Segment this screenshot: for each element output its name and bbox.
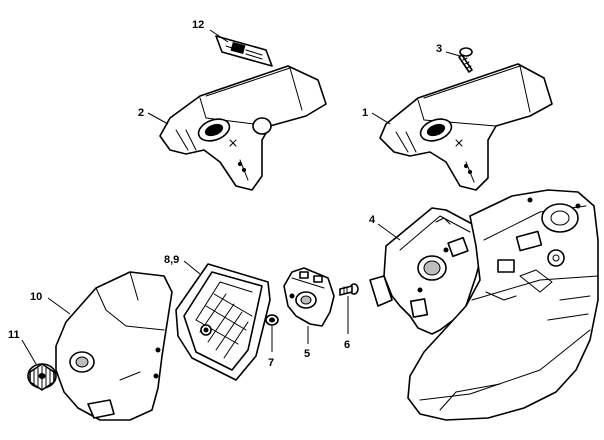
callout-4: 4	[369, 214, 376, 226]
callout-8-9: 8,9	[164, 254, 179, 266]
callout-2: 2	[138, 107, 144, 119]
part-5-flange	[283, 267, 335, 327]
part-6-screw	[339, 283, 359, 296]
part-2-shroud	[159, 65, 327, 191]
callout-5: 5	[304, 348, 310, 360]
leader-lines	[21, 29, 461, 365]
callout-6: 6	[344, 339, 350, 351]
part-12-decal	[215, 35, 273, 67]
callouts: 12 3 2 1 4 8,9 10 11 7 5 6	[8, 19, 442, 369]
part-4-carburetor-box	[369, 207, 485, 335]
part-10-filter-cover	[55, 271, 173, 421]
callout-11: 11	[8, 329, 20, 341]
part-11-knob	[27, 363, 57, 391]
chainsaw-body	[407, 189, 599, 421]
part-1-shroud	[379, 63, 553, 191]
part-3-screw	[458, 47, 473, 73]
callout-10: 10	[30, 291, 42, 303]
callout-7: 7	[268, 357, 274, 369]
callout-1: 1	[362, 107, 368, 119]
callout-3: 3	[436, 43, 442, 55]
callout-12: 12	[192, 19, 204, 31]
part-7-nut	[265, 314, 279, 326]
part-8-9-air-filter	[175, 263, 271, 381]
